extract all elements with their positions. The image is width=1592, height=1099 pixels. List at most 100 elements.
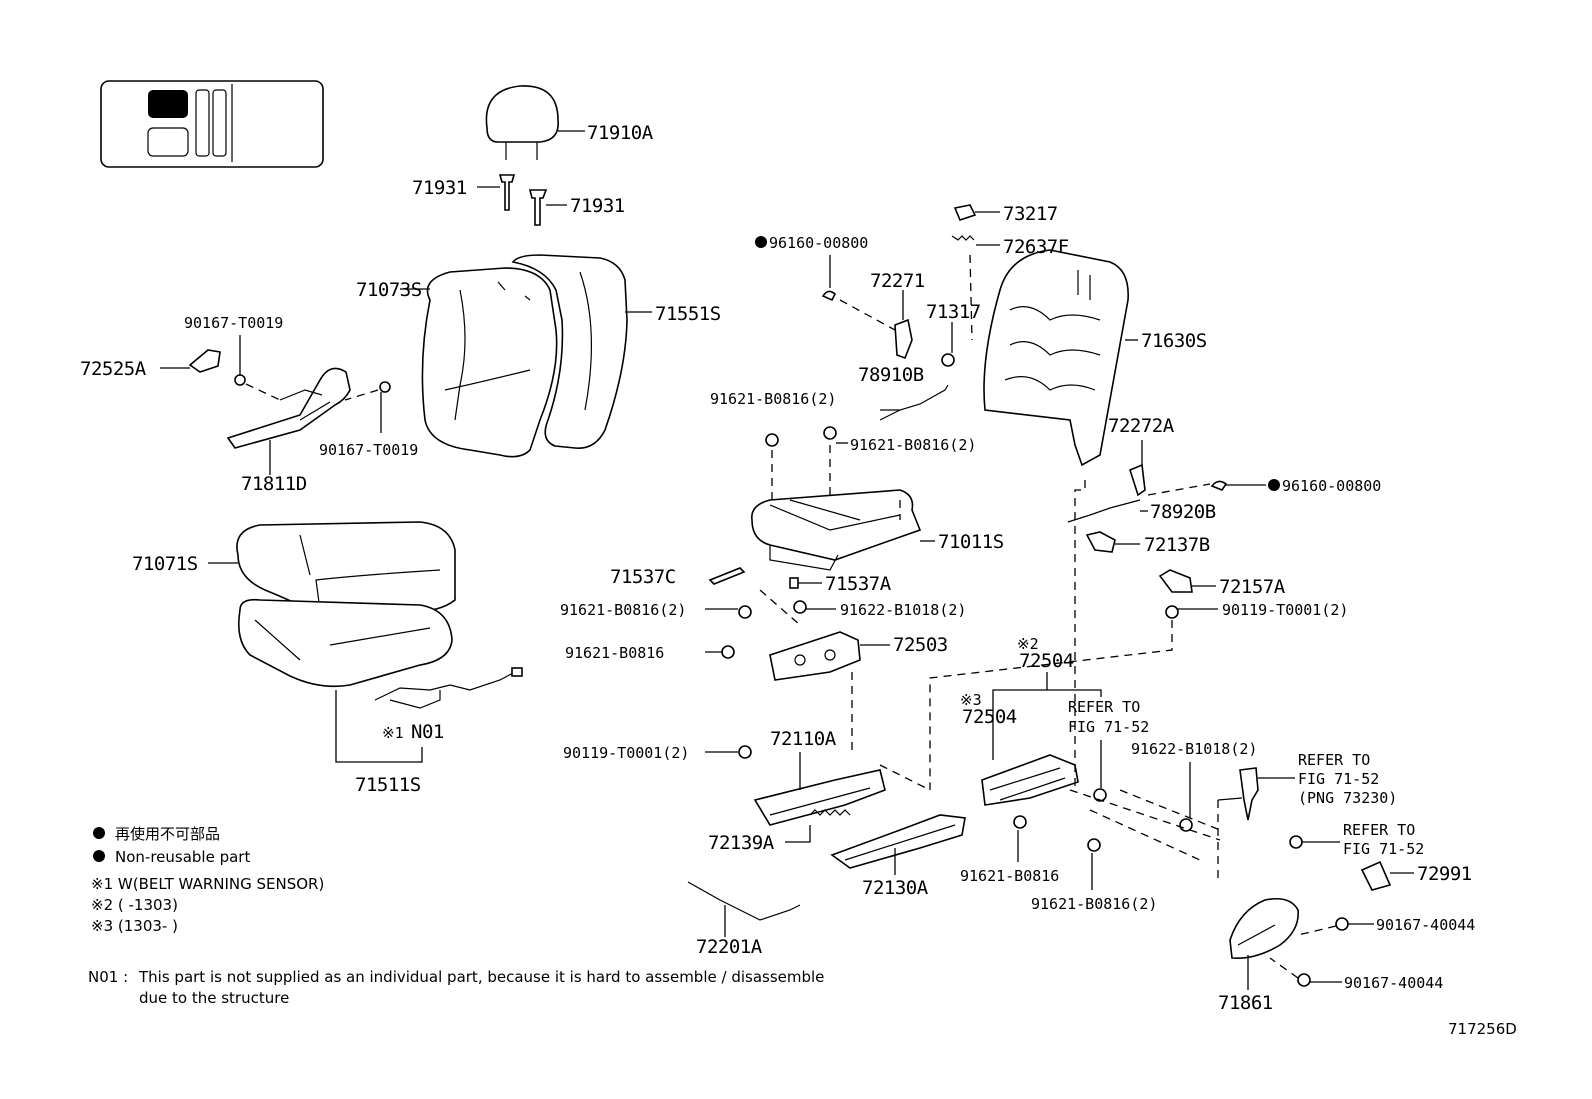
refer-nut-line1: REFER TO [1343, 821, 1415, 839]
label-72137B: 72137B [1144, 534, 1210, 556]
label-91621-B0816-2-d: 91621-B0816(2) [1031, 895, 1157, 913]
seat-cushion-pad[interactable] [237, 598, 453, 688]
seat-frame-trim-71537A[interactable] [789, 577, 822, 589]
bolt-91621-a[interactable] [765, 433, 779, 500]
occupant-sensor-n01[interactable] [374, 667, 523, 709]
recliner-72503[interactable] [769, 631, 890, 755]
seat-frame[interactable] [751, 489, 935, 571]
seat-frame-trim-71537C[interactable] [708, 567, 746, 585]
refer-nut-line2: FIG 71-52 [1343, 840, 1424, 858]
cover-71861[interactable] [1229, 897, 1299, 990]
label-n01-mark: ※1 [382, 724, 404, 742]
nut-refer[interactable] [1289, 835, 1340, 849]
screw-90167-left[interactable] [234, 335, 281, 401]
refer-buckle-line1: REFER TO [1298, 751, 1370, 769]
label-91622-B1018-2-a: 91622-B1018(2) [840, 601, 966, 619]
label-71630S: 71630S [1141, 330, 1207, 352]
spring-72139A[interactable] [785, 809, 851, 843]
bracket-72991[interactable] [1360, 860, 1414, 891]
headrest-guide-left[interactable] [477, 174, 516, 211]
footnote-prefix: N01 : [88, 968, 128, 986]
label-72272A: 72272A [1108, 415, 1175, 437]
wire-72201A[interactable] [687, 881, 801, 937]
label-72504-a: 72504 [1019, 650, 1074, 672]
label-90119-T0001-2-a: 90119-T0001(2) [1222, 601, 1348, 619]
label-90167-T0019-bottom: 90167-T0019 [319, 441, 418, 459]
assembly-line-d [1069, 789, 1221, 861]
label-91621-B0816-2-c: 91621-B0816(2) [560, 601, 686, 619]
spring-72637F[interactable] [951, 235, 1000, 341]
seatback-frame[interactable] [983, 249, 1138, 467]
label-96160-right: 96160-00800 [1282, 477, 1381, 495]
label-91621-B0816-2-a: 91621-B0816(2) [710, 390, 836, 408]
seatback-pad[interactable] [511, 254, 652, 449]
screw-90167-40044-b[interactable] [1269, 957, 1342, 987]
refer-buckle-line2: FIG 71-52 [1298, 770, 1379, 788]
screw-90167-right[interactable] [344, 381, 391, 433]
label-71511S: 71511S [355, 774, 421, 796]
bolt-91621-b[interactable] [823, 426, 848, 495]
bolt-91621-e[interactable] [1013, 815, 1027, 862]
bolt-91622-b[interactable] [1179, 762, 1193, 832]
assembly-line-b [879, 500, 931, 791]
cover-72137B[interactable] [1085, 531, 1140, 553]
legend-note-1: ※1 W(BELT WARNING SENSOR) [91, 875, 324, 893]
headrest-part[interactable] [485, 85, 585, 160]
bracket-72272A[interactable] [1129, 440, 1146, 497]
clip-96160-right[interactable] [1147, 480, 1266, 496]
seatback-cover[interactable] [400, 267, 558, 458]
label-78920B: 78920B [1150, 501, 1216, 523]
legend-dot-jp [93, 827, 105, 839]
cable-78920B[interactable] [1067, 499, 1148, 523]
lever-73217[interactable] [953, 204, 1000, 221]
bolt-91621-c[interactable] [705, 605, 752, 619]
label-72637F: 72637F [1003, 236, 1069, 258]
bolt-91621-f[interactable] [1087, 838, 1101, 890]
seat-cushion-cover[interactable] [208, 521, 456, 616]
label-72504-mark2: ※2 [1017, 635, 1039, 653]
label-71537A: 71537A [825, 573, 892, 595]
seat-shield[interactable] [226, 367, 351, 475]
label-78910B: 78910B [858, 364, 924, 386]
label-72504-b: 72504 [962, 706, 1017, 728]
legend-nonreusable-en: Non-reusable part [115, 848, 250, 866]
label-72504-mark3: ※3 [960, 691, 982, 709]
legend-note-3: ※3 (1303- ) [91, 917, 178, 935]
label-71861: 71861 [1218, 992, 1273, 1014]
assembly-line-a [1074, 480, 1086, 790]
bracket-72271[interactable] [894, 290, 913, 360]
label-91621-B0816-b: 91621-B0816 [960, 867, 1059, 885]
label-71317: 71317 [926, 301, 981, 323]
cable-78910B[interactable] [879, 384, 949, 421]
label-72271: 72271 [870, 270, 925, 292]
headrest-guide-right[interactable] [528, 189, 567, 226]
bolt-90119-a[interactable] [929, 605, 1218, 790]
seat-adjuster-72504[interactable] [981, 672, 1107, 806]
label-72201A: 72201A [696, 936, 763, 958]
seat-track-72110A[interactable] [753, 752, 886, 826]
label-71551S: 71551S [655, 303, 721, 325]
label-72157A: 72157A [1219, 576, 1286, 598]
buckle-73230[interactable] [1217, 767, 1295, 880]
label-71811D: 71811D [241, 473, 307, 495]
washer-71317[interactable] [941, 322, 955, 367]
cover-72157A[interactable] [1158, 569, 1216, 593]
bolt-90119-b[interactable] [705, 745, 752, 759]
label-72503: 72503 [893, 634, 948, 656]
shield-cover[interactable] [160, 349, 221, 373]
bolt-91622-a[interactable] [793, 600, 836, 614]
label-91621-B0816-a: 91621-B0816 [565, 644, 664, 662]
screw-90167-40044-a[interactable] [1297, 917, 1374, 936]
label-96160-top: 96160-00800 [769, 234, 868, 252]
label-72139A: 72139A [708, 832, 775, 854]
figure-id: 717256D [1448, 1020, 1517, 1038]
label-72110A: 72110A [770, 728, 837, 750]
label-90167-T0019-top: 90167-T0019 [184, 314, 283, 332]
bolt-91621-d[interactable] [705, 645, 735, 659]
seat-track-72130A[interactable] [830, 814, 966, 875]
label-71910A: 71910A [587, 122, 654, 144]
label-72130A: 72130A [862, 877, 929, 899]
label-n01: N01 [411, 721, 444, 743]
clip-96160-top[interactable] [821, 255, 896, 331]
